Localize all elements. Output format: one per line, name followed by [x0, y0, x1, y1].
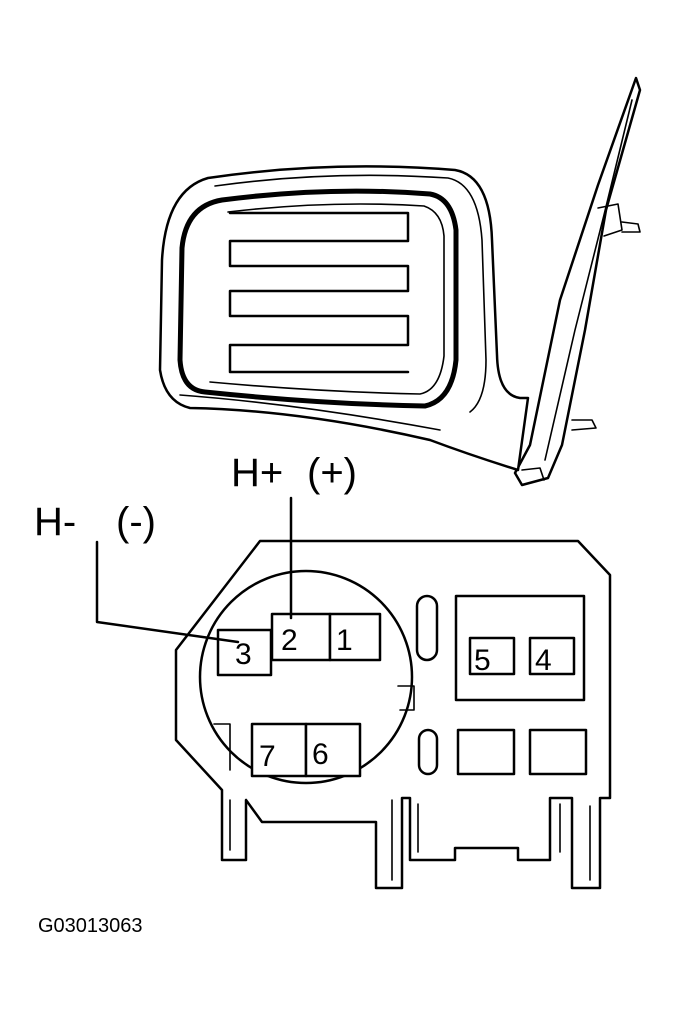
- pin-number-7: 7: [259, 740, 276, 773]
- mirror-mount-arm: [509, 76, 642, 487]
- label-h-plus: H+: [231, 451, 283, 495]
- terminal-cavity-5: [468, 636, 516, 676]
- pin-number-5: 5: [474, 644, 491, 677]
- label-h-minus-sign: (-): [116, 500, 156, 544]
- empty-cavity-right: [528, 728, 588, 776]
- label-h-plus-sign: (+): [307, 451, 357, 495]
- label-h-minus: H-: [34, 500, 76, 544]
- connector-face: [174, 539, 612, 890]
- terminal-cavity-1: [328, 612, 382, 662]
- terminal-block-right: [454, 594, 586, 702]
- pin-number-2: 2: [281, 624, 298, 657]
- pin-number-1: 1: [336, 624, 353, 657]
- empty-cavity-left: [456, 728, 516, 776]
- leader-line-h-minus: [95, 540, 240, 644]
- terminal-cavity-7: [250, 722, 308, 778]
- pin-number-3: 3: [235, 638, 252, 671]
- terminal-cavity-6: [304, 722, 362, 778]
- mirror-heater-element: [228, 211, 410, 374]
- oval-slot-upper: [415, 594, 439, 662]
- pin-number-6: 6: [312, 738, 329, 771]
- terminal-cavity-4: [528, 636, 576, 676]
- mirror-glass: [177, 188, 459, 409]
- pin-number-4: 4: [535, 644, 552, 677]
- figure-code: G03013063: [38, 915, 143, 937]
- outside-mirror-illustration: [158, 76, 642, 487]
- oval-slot-lower: [417, 728, 439, 776]
